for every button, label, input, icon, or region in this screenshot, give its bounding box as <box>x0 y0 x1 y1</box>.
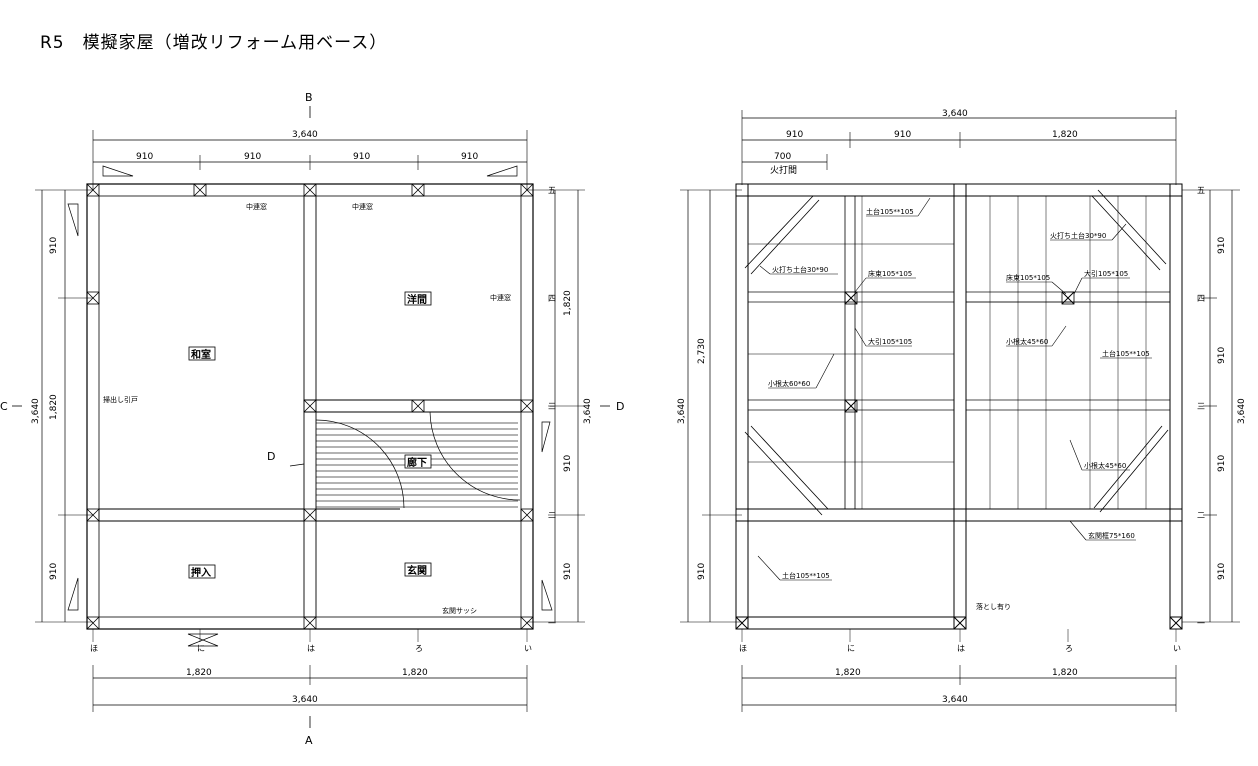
grid-right-2: 二 <box>548 511 556 520</box>
r-left-total-dim: 3,640 <box>677 398 687 424</box>
bottom-span-1: 1,820 <box>186 668 212 678</box>
grid-bottom-ni: に <box>197 644 205 653</box>
top-span-1: 910 <box>136 152 153 162</box>
r-bottom-total-dim: 3,640 <box>942 695 968 705</box>
left-floor-plan <box>12 106 610 728</box>
r-top-span-1: 910 <box>786 130 803 140</box>
r-bottom-span-1: 1,820 <box>835 668 861 678</box>
top-total-dim: 3,640 <box>292 130 318 140</box>
r-top-sub-label: 火打間 <box>770 164 797 176</box>
room-oshiire: 押入 <box>191 566 211 579</box>
r-grid-right-4: 四 <box>1197 294 1205 303</box>
left-span-1: 910 <box>49 237 59 254</box>
r-top-sub-dim: 700 <box>774 152 791 162</box>
section-c-label: C <box>0 400 8 413</box>
section-b-label: B <box>305 91 313 104</box>
label-kone-right-lower: 小根太45*60 <box>1084 461 1126 470</box>
room-rouka: 廊下 <box>407 456 427 469</box>
r-top-total-dim: 3,640 <box>942 109 968 119</box>
grid-bottom-ro: ろ <box>415 644 423 653</box>
window-label-1: 中連窓 <box>246 202 267 211</box>
r-grid-right-3: 三 <box>1197 402 1205 411</box>
label-dodai-bottom: 土台105**105 <box>782 571 830 580</box>
sweep-door-label: 掃出し引戸 <box>103 395 138 404</box>
left-total-dim: 3,640 <box>31 398 41 424</box>
room-youma: 洋間 <box>407 293 427 306</box>
label-otoshi: 落とし有り <box>976 602 1011 611</box>
top-span-2: 910 <box>244 152 261 162</box>
label-oobiki-left: 大引105*105 <box>868 337 912 346</box>
window-label-3: 中連窓 <box>490 293 511 302</box>
left-plan-labels: B A C D D 3,640 910 910 910 910 1,820 1,… <box>0 91 624 747</box>
label-dodai-top: 土台105**105 <box>866 207 914 216</box>
window-label-2: 中連窓 <box>352 202 373 211</box>
top-span-3: 910 <box>353 152 370 162</box>
grid-right-3: 三 <box>548 402 556 411</box>
drawing-title: R5 模擬家屋（増改リフォーム用ベース） <box>40 33 388 53</box>
right-plan-labels: 3,640 910 910 1,820 700 火打間 1,820 1,820 … <box>677 109 1247 705</box>
room-genkan: 玄関 <box>407 564 427 577</box>
grid-right-1: 一 <box>548 619 556 628</box>
right-span-1: 1,820 <box>563 290 573 316</box>
label-hiuchi-left: 火打ち土台30*90 <box>772 265 828 274</box>
genkan-sash-label: 玄関サッシ <box>442 606 477 615</box>
grid-bottom-i: い <box>524 644 532 653</box>
label-dodai-right: 土台105**105 <box>1102 349 1150 358</box>
label-hiuchi-right: 火打ち土台30*90 <box>1050 231 1106 240</box>
r-bottom-span-2: 1,820 <box>1052 668 1078 678</box>
r-right-span-4: 910 <box>1217 563 1227 580</box>
r-grid-bottom-ni: に <box>847 644 855 653</box>
label-kone-right-upper: 小根太45*60 <box>1006 337 1048 346</box>
r-right-span-3: 910 <box>1217 455 1227 472</box>
r-grid-right-1: 一 <box>1197 619 1205 628</box>
r-grid-bottom-ho: ほ <box>739 644 747 653</box>
right-total-dim: 3,640 <box>583 398 593 424</box>
grid-bottom-ha: は <box>307 644 315 653</box>
r-right-span-1: 910 <box>1217 237 1227 254</box>
right-span-2: 910 <box>563 455 573 472</box>
label-oobiki-right: 大引105*105 <box>1084 269 1128 278</box>
label-yukazuka-right: 床束105*105 <box>1006 273 1050 282</box>
label-genkan-kamachi: 玄関框75*160 <box>1088 531 1135 540</box>
right-span-3: 910 <box>563 563 573 580</box>
grid-bottom-ho: ほ <box>90 644 98 653</box>
r-grid-bottom-ha: は <box>957 644 965 653</box>
r-left-lower-dim: 910 <box>697 563 707 580</box>
grid-right-4: 四 <box>548 294 556 303</box>
r-right-span-2: 910 <box>1217 347 1227 364</box>
r-top-span-3: 1,820 <box>1052 130 1078 140</box>
section-d-inner-label: D <box>267 450 275 463</box>
r-grid-bottom-ro: ろ <box>1065 644 1073 653</box>
r-grid-right-5: 五 <box>1197 186 1205 195</box>
grid-right-5: 五 <box>548 186 556 195</box>
r-top-span-2: 910 <box>894 130 911 140</box>
r-grid-bottom-i: い <box>1173 644 1181 653</box>
section-d-label: D <box>616 400 624 413</box>
label-yukazuka-left: 床束105*105 <box>868 269 912 278</box>
r-left-upper-dim: 2,730 <box>697 338 707 364</box>
r-right-total-dim: 3,640 <box>1237 398 1247 424</box>
left-span-2: 1,820 <box>49 394 59 420</box>
room-washitsu: 和室 <box>190 348 211 361</box>
section-a-label: A <box>305 734 313 747</box>
bottom-total-dim: 3,640 <box>292 695 318 705</box>
left-span-3: 910 <box>49 563 59 580</box>
bottom-span-2: 1,820 <box>402 668 428 678</box>
r-grid-right-2: 二 <box>1197 511 1205 520</box>
top-span-4: 910 <box>461 152 478 162</box>
right-foundation-plan <box>680 110 1240 712</box>
label-kone-left: 小根太60*60 <box>768 379 810 388</box>
